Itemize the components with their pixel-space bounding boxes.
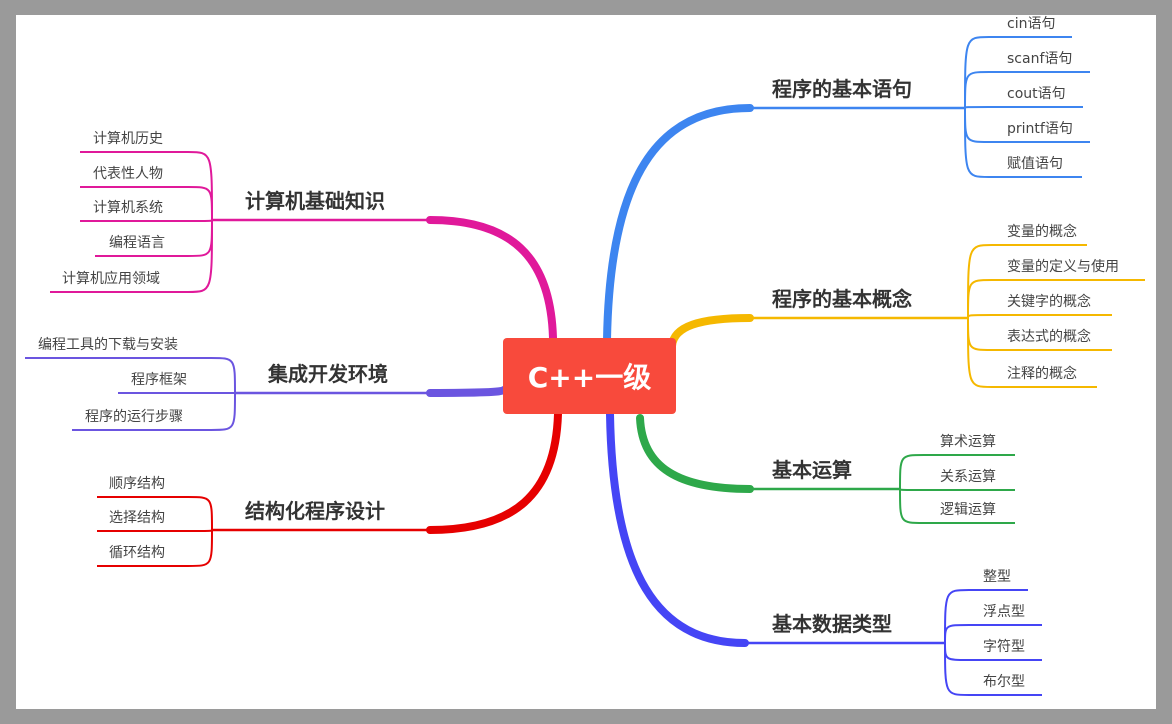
subtopic-connector — [210, 357, 236, 394]
subtopic-label[interactable]: 表达式的概念 — [1007, 328, 1091, 345]
subtopic-label[interactable]: 顺序结构 — [109, 476, 165, 492]
subtopic-label[interactable]: 关系运算 — [940, 469, 996, 485]
topic-label[interactable]: 程序的基本语句 — [772, 77, 912, 101]
topic-label[interactable]: 结构化程序设计 — [245, 499, 385, 523]
subtopic-label[interactable]: 字符型 — [983, 639, 1025, 655]
subtopic-connector — [944, 642, 970, 696]
subtopic-connector — [187, 219, 213, 222]
branch-connector — [636, 414, 754, 493]
central-topic-box — [503, 338, 676, 414]
subtopic-label[interactable]: 程序框架 — [131, 372, 187, 388]
subtopic-label[interactable]: 注释的概念 — [1007, 365, 1077, 382]
subtopic-label[interactable]: 编程语言 — [109, 235, 165, 251]
branch-connector — [426, 216, 557, 342]
subtopic-connector — [187, 496, 213, 531]
topic-label[interactable]: 基本数据类型 — [772, 612, 892, 636]
subtopic-connector — [187, 186, 213, 221]
branch-connector — [426, 410, 562, 534]
subtopic-label[interactable]: 选择结构 — [109, 510, 165, 526]
branch-connector — [606, 410, 749, 647]
subtopic-connector — [899, 454, 925, 490]
topic-label[interactable]: 计算机基础知识 — [245, 189, 385, 213]
topic-label[interactable]: 集成开发环境 — [267, 362, 388, 386]
topic-label[interactable]: 程序的基本概念 — [772, 287, 912, 311]
subtopic-label[interactable]: 代表性人物 — [93, 166, 163, 182]
subtopic-connector — [964, 107, 990, 178]
subtopic-label[interactable]: 关键字的概念 — [1007, 293, 1091, 310]
subtopic-label[interactable]: 整型 — [983, 569, 1011, 585]
subtopic-label[interactable]: scanf语句 — [1007, 51, 1072, 67]
branch-connector — [603, 104, 754, 344]
subtopic-label[interactable]: 程序的运行步骤 — [85, 409, 183, 425]
subtopic-connector — [899, 488, 925, 491]
central-topic[interactable]: C++一级 — [503, 338, 676, 414]
subtopic-connector — [187, 529, 213, 532]
subtopic-label[interactable]: 变量的概念 — [1007, 223, 1077, 240]
subtopic-connector — [187, 529, 213, 567]
subtopic-connector — [964, 106, 990, 109]
central-topic-label[interactable]: C++一级 — [528, 361, 651, 394]
subtopic-label[interactable]: 计算机应用领域 — [62, 270, 160, 287]
subtopic-connector — [967, 314, 993, 319]
subtopic-label[interactable]: 浮点型 — [983, 604, 1025, 620]
subtopic-label[interactable]: printf语句 — [1007, 121, 1073, 137]
topic-label[interactable]: 基本运算 — [772, 458, 852, 482]
subtopic-label[interactable]: 循环结构 — [109, 545, 165, 561]
subtopic-connector — [967, 317, 993, 388]
subtopic-connector — [899, 488, 925, 524]
subtopic-connector — [210, 392, 236, 431]
subtopic-label[interactable]: 赋值语句 — [1007, 156, 1063, 172]
subtopic-connector — [944, 624, 970, 644]
subtopic-connector — [964, 71, 990, 109]
subtopic-label[interactable]: 编程工具的下载与安装 — [38, 337, 178, 353]
subtopic-label[interactable]: 算术运算 — [940, 434, 996, 450]
subtopic-label[interactable]: 逻辑运算 — [940, 502, 996, 518]
subtopic-connector — [187, 219, 213, 293]
subtopic-connector — [967, 279, 993, 319]
subtopic-label[interactable]: cout语句 — [1007, 86, 1066, 102]
subtopic-label[interactable]: 布尔型 — [983, 674, 1025, 690]
subtopic-label[interactable]: 计算机历史 — [93, 131, 163, 147]
subtopic-label[interactable]: cin语句 — [1007, 16, 1055, 32]
subtopic-label[interactable]: 变量的定义与使用 — [1007, 258, 1119, 275]
subtopic-label[interactable]: 计算机系统 — [93, 200, 163, 216]
subtopic-connector — [944, 589, 970, 644]
branch-connector — [426, 386, 508, 397]
